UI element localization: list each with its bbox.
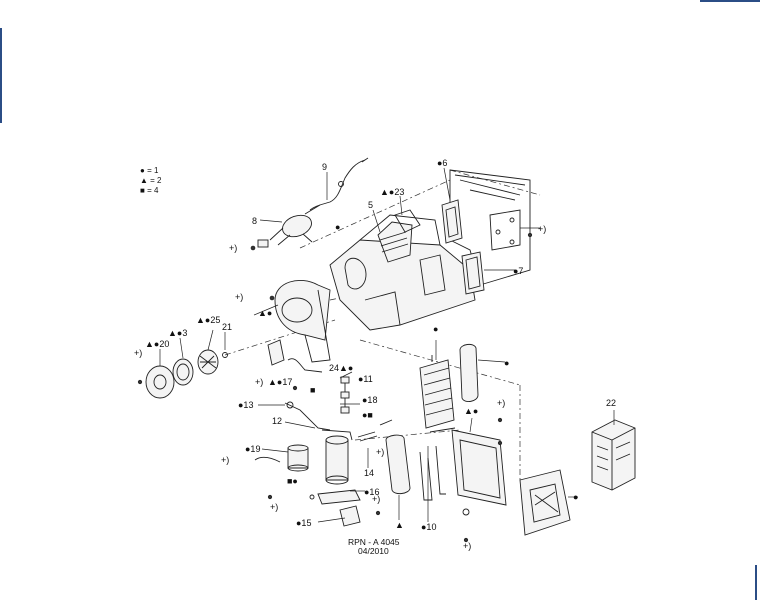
callout-7: ●7 xyxy=(513,266,523,276)
plus-mark: +) xyxy=(538,224,546,234)
symbol-square-dot: ■● xyxy=(287,476,298,486)
plus-mark: +) xyxy=(235,292,243,302)
leader-lines xyxy=(159,167,615,523)
bottom-right-edge-bar xyxy=(755,565,757,600)
blower-motor-parts xyxy=(145,349,228,399)
callout-16: ●16 xyxy=(364,487,379,497)
symbol-dot-square: ●■ xyxy=(362,410,373,420)
legend-item-2: ▲ = 2 xyxy=(140,176,162,185)
plus-mark: +) xyxy=(270,502,278,512)
callout-22: 22 xyxy=(606,398,616,408)
part-23-flap xyxy=(377,209,421,263)
callout-6: ●6 xyxy=(437,158,447,168)
part-7-seal xyxy=(461,251,485,295)
top-right-edge-bar xyxy=(700,0,760,2)
legend: ● = 1 ▲ = 2 ■ = 4 xyxy=(140,166,162,195)
plus-mark: +) xyxy=(221,455,229,465)
small-parts-cluster xyxy=(267,339,350,431)
callout-23: ▲●23 xyxy=(380,187,404,197)
plus-mark: +) xyxy=(134,348,142,358)
legend-item-3: ■ = 4 xyxy=(140,186,159,195)
reference-line-2: 04/2010 xyxy=(358,546,389,556)
callout-24: 24▲● xyxy=(329,363,353,373)
reference-code: RPN - A 4045 04/2010 xyxy=(348,537,400,556)
reference-line-1: RPN - A 4045 xyxy=(348,537,400,547)
drier-cylinder xyxy=(321,429,353,485)
part-14-pipe xyxy=(357,419,393,442)
symbol-tri: ▲ xyxy=(395,520,404,530)
symbol-dot-b: ● xyxy=(433,324,438,334)
left-edge-bar xyxy=(0,28,2,123)
plus-mark: +) xyxy=(376,447,384,457)
callout-21: 21 xyxy=(222,322,232,332)
heater-core-frame xyxy=(429,427,507,516)
parts-15-16-brackets xyxy=(309,489,361,527)
evaporator-seal xyxy=(459,343,479,402)
part-8-actuator xyxy=(257,204,321,248)
callout-3: ▲●3 xyxy=(168,328,187,338)
callout-10: ●10 xyxy=(421,522,436,532)
legend-item-1: ● = 1 xyxy=(140,166,159,175)
callout-12: 12 xyxy=(272,416,282,426)
symbol-dot-d: ● xyxy=(573,492,578,502)
part-6-seal xyxy=(441,199,463,244)
filter-cover xyxy=(519,469,571,536)
symbol-dot-c: ● xyxy=(335,222,340,232)
callout-8: 8 xyxy=(252,216,257,226)
callout-14: 14 xyxy=(364,468,374,478)
plus-mark: +) xyxy=(497,398,505,408)
plus-marks: +) +) +) +) +) +) +) +) +) +) +) xyxy=(134,224,546,551)
part-9-cable xyxy=(309,157,369,211)
callout-18: ●18 xyxy=(362,395,377,405)
plus-mark: +) xyxy=(463,541,471,551)
plus-mark: +) xyxy=(255,377,263,387)
symbol-dot-a: ● xyxy=(504,358,509,368)
callout-25: ▲●25 xyxy=(196,315,220,325)
plus-mark: +) xyxy=(229,243,237,253)
blower-housing xyxy=(274,279,331,363)
symbol-tri-dot-2: ▲● xyxy=(464,406,478,416)
callout-9: 9 xyxy=(322,162,327,172)
callout-15: ●15 xyxy=(296,518,311,528)
callout-11: ●11 xyxy=(358,374,373,384)
part-19-sleeve xyxy=(254,444,309,472)
symbol-tri-dot: ▲● xyxy=(258,308,272,318)
fasteners xyxy=(137,232,533,543)
callout-19: ●19 xyxy=(245,444,260,454)
callout-labels: 9 8 ●6 ▲●23 5 ●7 ▲●25 21 ▲●3 ▲●20 24▲● ▲… xyxy=(145,158,616,532)
part-10-seals xyxy=(385,434,446,501)
callout-20: ▲●20 xyxy=(145,339,169,349)
plus-mark: +) xyxy=(372,494,380,504)
callout-17: ▲●17 xyxy=(268,377,292,387)
callout-13: ●13 xyxy=(238,400,253,410)
symbol-square: ■ xyxy=(310,385,315,395)
callout-5: 5 xyxy=(368,200,373,210)
evaporator-core xyxy=(419,355,455,429)
heater-housing xyxy=(329,214,476,331)
part-22-connector xyxy=(591,419,636,491)
